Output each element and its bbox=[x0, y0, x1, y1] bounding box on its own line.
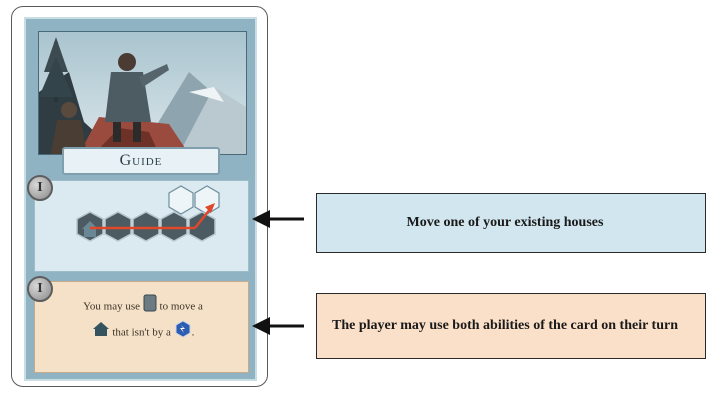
guide-illustration-icon bbox=[39, 32, 246, 154]
callout-move-houses-text: Move one of your existing houses bbox=[406, 215, 604, 230]
callout-both-abilities-text: The player may use both abilities of the… bbox=[332, 318, 678, 333]
callout-tab bbox=[304, 193, 317, 253]
ability-text-part2: to move a bbox=[159, 300, 203, 313]
callout-both-abilities: The player may use both abilities of the… bbox=[304, 293, 706, 359]
arrow-right-icon bbox=[252, 317, 306, 335]
ability-text-part3: that isn't by a bbox=[112, 326, 171, 339]
move-house-diagram bbox=[76, 185, 220, 242]
ability-panel-move: I bbox=[27, 175, 249, 272]
card-title: Guide bbox=[119, 152, 163, 169]
callout-tab bbox=[304, 293, 317, 359]
ability-text-part4: . bbox=[191, 326, 195, 339]
badge-numeral: I bbox=[37, 180, 43, 195]
terrain-card-icon bbox=[143, 294, 157, 320]
card-artwork bbox=[38, 31, 247, 155]
location-hex-icon bbox=[174, 320, 192, 346]
roman-numeral-badge-icon: I bbox=[27, 175, 53, 201]
callout-move-houses: Move one of your existing houses bbox=[304, 193, 706, 253]
guide-card: Guide I I You bbox=[24, 17, 257, 381]
roman-numeral-badge-icon: I bbox=[27, 276, 53, 302]
ability-text-part1: You may use bbox=[83, 300, 141, 313]
ability-panel-use-terrain: I You may use to move a that isn't by a … bbox=[27, 276, 249, 373]
arrow-right-icon bbox=[252, 210, 306, 228]
card-title-plate: Guide bbox=[62, 147, 220, 175]
ability-text: You may use to move a that isn't by a . bbox=[43, 294, 243, 346]
badge-numeral: I bbox=[37, 281, 43, 296]
house-icon bbox=[92, 321, 110, 345]
